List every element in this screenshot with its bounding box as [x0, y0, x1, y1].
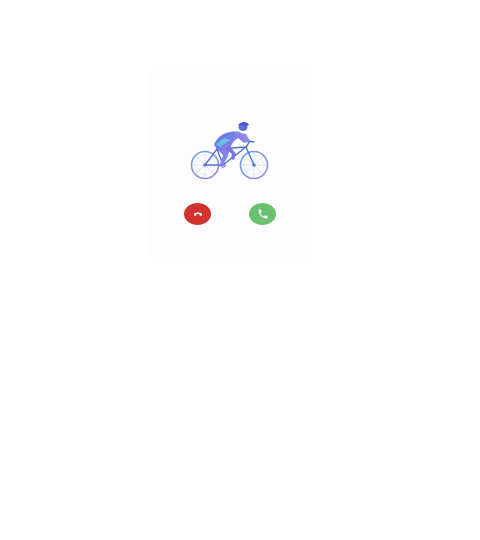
call-card: [150, 70, 312, 258]
phone-hangup-icon: [193, 212, 202, 216]
phone-icon: [258, 209, 267, 219]
accept-call-button[interactable]: [249, 203, 276, 225]
cyclist-illustration: [190, 122, 269, 180]
decline-call-button[interactable]: [184, 203, 211, 225]
